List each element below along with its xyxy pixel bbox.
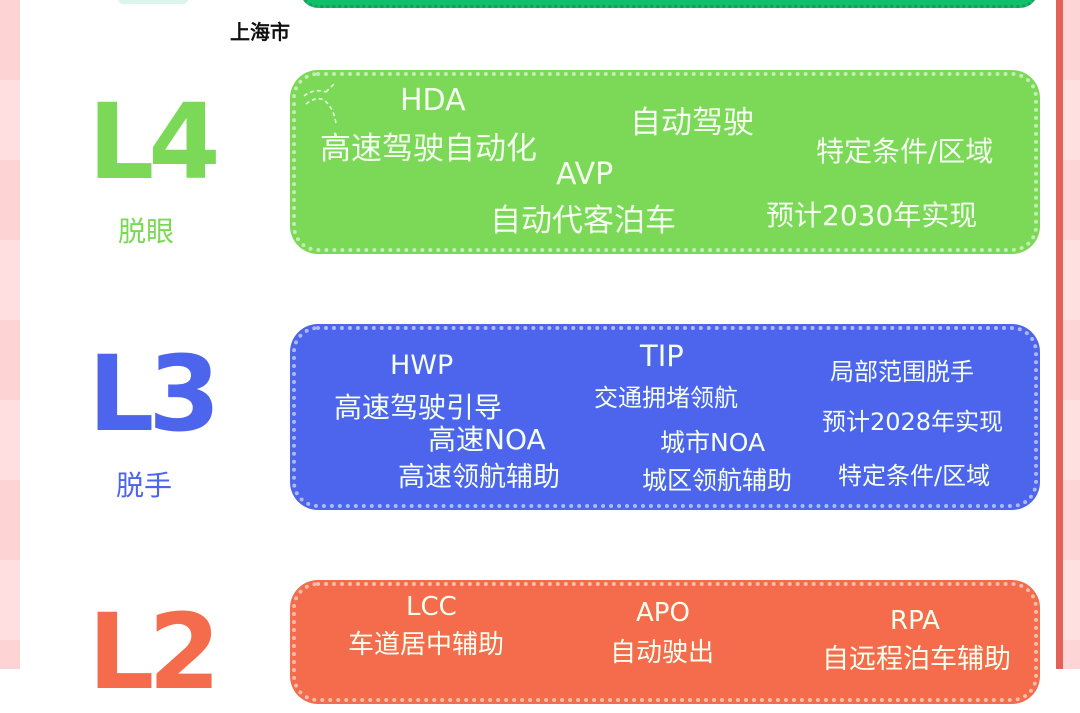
feature-autonomous-driving: 自动驾驶 — [630, 105, 754, 141]
feature-abbr-tip: TIP — [640, 339, 684, 373]
level-card-l3: HWP 高速驾驶引导 高速NOA 高速领航辅助 TIP 交通拥堵领航 城市NOA… — [292, 326, 1038, 508]
feature-highway-noa: 高速NOA — [428, 423, 546, 456]
level-card-l2: LCC 车道居中辅助 APO 自动驶出 RPA 自远程泊车辅助 — [292, 582, 1038, 702]
right-decorative-border — [1062, 0, 1080, 669]
feature-name-apo: 自动驶出 — [610, 638, 715, 668]
eta-text-l3: 预计2028年实现 — [822, 408, 1004, 436]
feature-name-avp: 自动代客泊车 — [490, 203, 676, 239]
feature-name-tip: 交通拥堵领航 — [594, 384, 738, 412]
feature-city-noa: 城市NOA — [660, 428, 766, 457]
previous-level-subtitle-fragment — [118, 0, 188, 4]
level-subtitle-l4: 脱眼 — [118, 215, 175, 248]
condition-text-l3: 特定条件/区域 — [838, 462, 991, 490]
feature-abbr-lcc: LCC — [406, 592, 457, 622]
feature-highway-pilot: 高速领航辅助 — [398, 462, 560, 493]
condition-text: 特定条件/区域 — [816, 135, 994, 168]
feature-abbr-hda: HDA — [400, 83, 466, 118]
feature-abbr-rpa: RPA — [890, 606, 940, 636]
left-decorative-border — [0, 0, 20, 669]
sparkle-icon — [303, 81, 337, 125]
level-card-l4: HDA 高速驾驶自动化 自动驾驶 AVP 自动代客泊车 特定条件/区域 预计20… — [292, 72, 1038, 252]
feature-abbr-hwp: HWP — [390, 350, 454, 381]
level-subtitle-l3: 脱手 — [116, 469, 173, 502]
feature-name-hda: 高速驾驶自动化 — [320, 131, 537, 167]
red-vertical-bar — [1056, 0, 1063, 669]
previous-level-card — [300, 0, 1038, 8]
level-title-l2: L2 — [88, 591, 221, 713]
city-label: 上海市 — [230, 20, 290, 44]
feature-name-lcc: 车道居中辅助 — [348, 630, 505, 660]
feature-name-hwp: 高速驾驶引导 — [334, 391, 503, 424]
feature-abbr-apo: APO — [636, 598, 690, 628]
feature-abbr-avp: AVP — [556, 157, 614, 192]
level-title-l3: L3 — [88, 333, 221, 455]
feature-city-pilot: 城区领航辅助 — [642, 466, 793, 495]
scope-text: 局部范围脱手 — [830, 358, 974, 386]
eta-text: 预计2030年实现 — [766, 199, 978, 232]
level-title-l4: L4 — [88, 81, 221, 203]
